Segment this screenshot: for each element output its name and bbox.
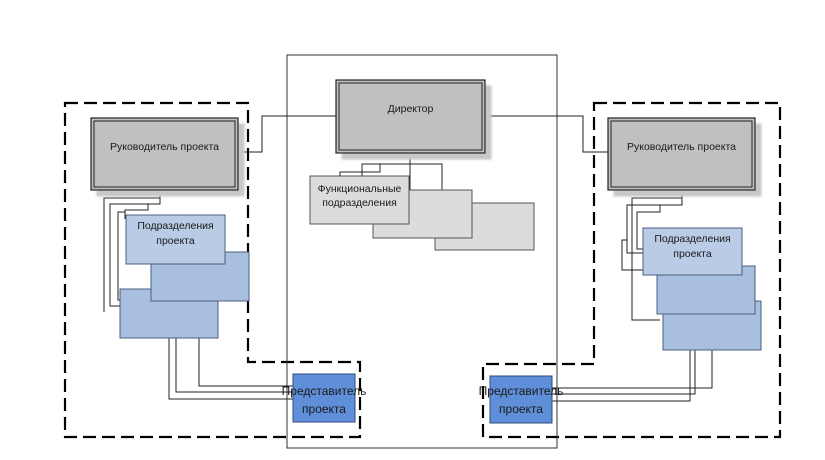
right-units-box [642,227,743,276]
right-project-boundary [481,101,782,439]
functional-organization-frame [286,54,558,449]
functional-units-label-line2: подразделения [322,197,397,209]
right-units-stack: Подразделения проекта [642,227,762,351]
right-representative-box: Представитель проекта [479,375,564,424]
left-representative-label-line2: проекта [302,402,346,416]
left-units-box [125,214,226,265]
right-manager-box: Руководитель проекта [607,117,756,191]
right-units-label-line1: Подразделения [654,233,730,245]
director-box: Директор [335,79,486,154]
right-representative-label-line1: Представитель [479,384,564,398]
functional-units-box [309,175,410,225]
right-manager-label: Руководитель проекта [627,141,736,153]
director-label: Директор [388,103,434,115]
functional-units-stack: Функциональные подразделения [309,175,535,251]
left-project-boundary [63,101,362,439]
left-manager-box: Руководитель проекта [90,117,239,191]
right-representative-label-line2: проекта [499,402,543,416]
left-units-stack: Подразделения проекта [119,214,250,339]
left-representative-label-line1: Представитель [282,384,367,398]
left-units-label-line2: проекта [156,235,195,247]
left-manager-label: Руководитель проекта [110,141,219,153]
right-units-label-line2: проекта [673,248,712,260]
connector-lines [103,115,713,402]
left-units-label-line1: Подразделения [137,220,213,232]
left-representative-box: Представитель проекта [282,373,367,423]
functional-units-label-line1: Функциональные [318,183,402,195]
